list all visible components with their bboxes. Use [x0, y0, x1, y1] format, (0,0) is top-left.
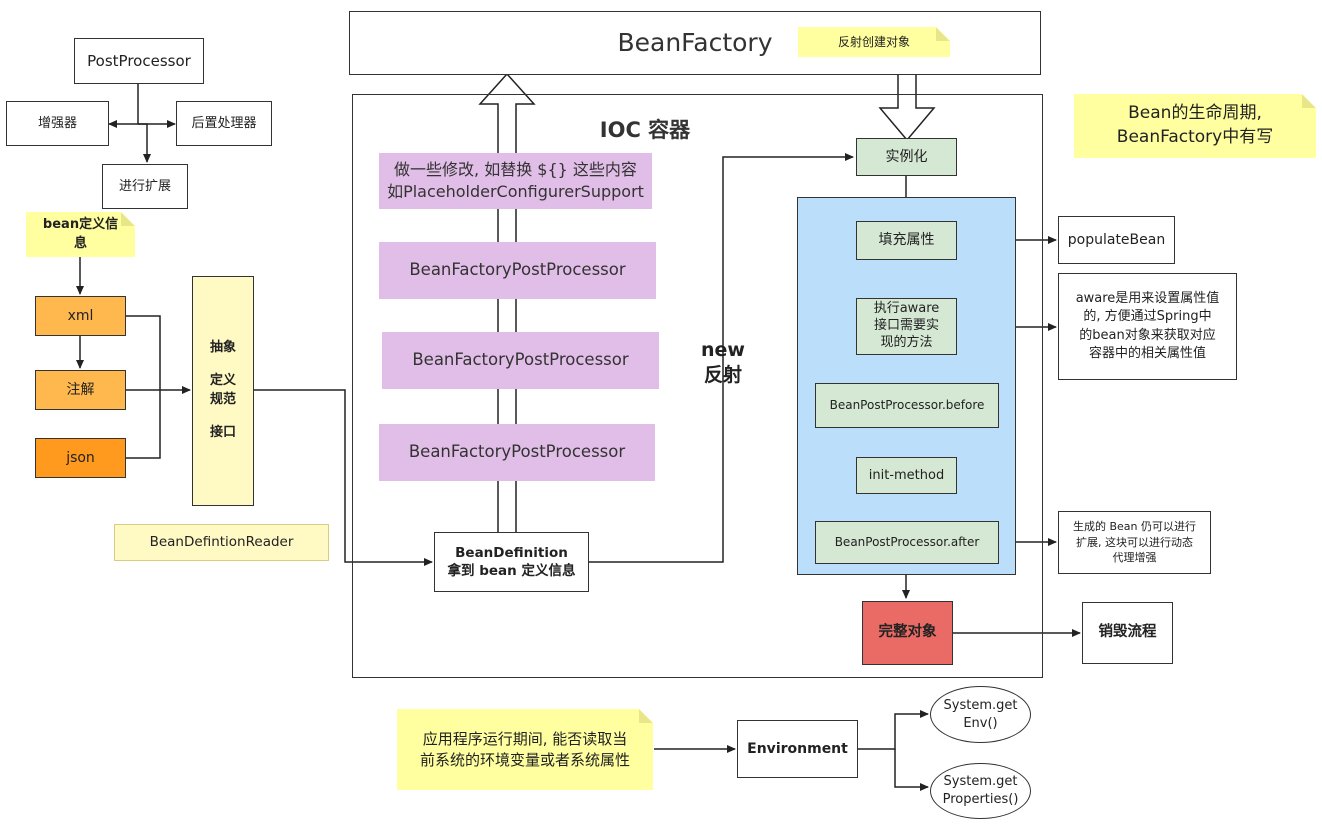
ioc-container — [352, 94, 1043, 678]
abstract-spec-line3: 规范 — [209, 392, 236, 407]
complete-object-box: 完整对象 — [862, 601, 953, 665]
after-desc-line1: 生成的 Bean 仍可以进行 — [1072, 520, 1197, 534]
aware-desc-line2: 的, 方便通过Spring中 — [1083, 309, 1212, 325]
bean-definition-box: BeanDefinition 拿到 bean 定义信息 — [434, 532, 589, 592]
lifecycle-note-line1: Bean的生命周期, — [1128, 103, 1262, 124]
bfpp-3-label: BeanFactoryPostProcessor — [408, 442, 626, 462]
post-processor-label: PostProcessor — [87, 51, 191, 70]
get-env-line1: System.get — [943, 697, 1018, 713]
bean-definition-line2: 拿到 bean 定义信息 — [447, 563, 576, 579]
get-props-line1: System.get — [943, 774, 1018, 790]
bean-def-info-line1: bean定义信 — [42, 217, 119, 233]
extend-label: 进行扩展 — [118, 178, 171, 194]
bean-post-processor-before-box: BeanPostProcessor.before — [815, 383, 999, 428]
after-desc-line2: 扩展, 这块可以进行动态 — [1076, 535, 1193, 549]
system-get-properties-ellipse: System.get Properties() — [930, 763, 1031, 819]
populate-properties-label: 填充属性 — [878, 232, 935, 249]
modify-placeholder-note: 做一些修改, 如替换 ${} 这些内容 如PlaceholderConfigur… — [379, 153, 652, 209]
reflection-label: 反射 — [703, 363, 742, 386]
instantiate-box: 实例化 — [856, 138, 957, 176]
bean-factory-post-processor-2: BeanFactoryPostProcessor — [382, 332, 659, 389]
bean-factory-post-processor-3: BeanFactoryPostProcessor — [379, 424, 655, 481]
aware-line2: 接口需要实 — [873, 318, 939, 334]
json-source-label: json — [66, 449, 95, 466]
annotation-source-label: 注解 — [66, 381, 95, 398]
bfpp-2-label: BeanFactoryPostProcessor — [412, 350, 629, 370]
enhancer-box: 增强器 — [6, 101, 109, 146]
bean-def-info-note: bean定义信 息 — [26, 212, 135, 257]
bpp-after-label: BeanPostProcessor.after — [834, 535, 980, 550]
bpp-before-label: BeanPostProcessor.before — [829, 398, 985, 413]
aware-interface-box: 执行aware 接口需要实 现的方法 — [856, 298, 957, 355]
bean-def-info-line2: 息 — [73, 235, 87, 251]
populate-properties-box: 填充属性 — [856, 221, 957, 260]
aware-line3: 现的方法 — [880, 334, 933, 350]
system-get-env-ellipse: System.get Env() — [930, 686, 1031, 743]
destroy-process-box: 销毁流程 — [1082, 602, 1173, 664]
init-method-box: init-method — [856, 457, 957, 494]
after-desc-line3: 代理增强 — [1112, 551, 1157, 565]
json-source-box: json — [35, 438, 126, 478]
abstract-spec-interface-box: 抽象 定义 规范 接口 — [192, 276, 254, 506]
extend-box: 进行扩展 — [102, 164, 188, 209]
xml-source-label: xml — [67, 307, 94, 324]
aware-line1: 执行aware — [873, 301, 940, 317]
modify-note-line2: 如PlaceholderConfigurerSupport — [387, 182, 644, 201]
aware-description-box: aware是用来设置属性值 的, 方便通过Spring中 的bean对象来获取对… — [1058, 273, 1237, 380]
annotation-source-box: 注解 — [35, 370, 126, 410]
get-props-line2: Properties() — [942, 792, 1019, 807]
reflect-create-note: 反射创建对象 — [798, 27, 950, 57]
after-processor-label: 后置处理器 — [191, 115, 257, 131]
bean-factory-label: BeanFactory — [617, 28, 773, 58]
enhancer-label: 增强器 — [37, 115, 77, 131]
abstract-spec-line2: 定义 — [209, 373, 236, 389]
after-description-box: 生成的 Bean 仍可以进行 扩展, 这块可以进行动态 代理增强 — [1058, 511, 1211, 574]
lifecycle-note: Bean的生命周期, BeanFactory中有写 — [1074, 94, 1316, 158]
modify-note-line1: 做一些修改, 如替换 ${} 这些内容 — [394, 160, 637, 180]
destroy-process-label: 销毁流程 — [1098, 624, 1157, 641]
populate-bean-label: populateBean — [1067, 231, 1166, 248]
instantiate-label: 实例化 — [885, 148, 928, 165]
reflect-create-note-text: 反射创建对象 — [837, 34, 910, 49]
post-processor-box: PostProcessor — [74, 38, 204, 84]
xml-source-box: xml — [35, 296, 126, 336]
bean-definition-reader-box: BeanDefintionReader — [114, 524, 329, 561]
lifecycle-note-line2: BeanFactory中有写 — [1116, 127, 1274, 147]
aware-desc-line1: aware是用来设置属性值 — [1075, 291, 1220, 307]
environment-note-line2: 前系统的环境变量或者系统属性 — [419, 750, 630, 769]
complete-object-label: 完整对象 — [878, 624, 937, 641]
bean-definition-reader-label: BeanDefintionReader — [149, 534, 294, 551]
abstract-spec-line1: 抽象 — [209, 340, 236, 356]
aware-desc-line4: 容器中的相关属性值 — [1088, 345, 1206, 361]
abstract-spec-line4: 接口 — [209, 424, 236, 440]
populate-bean-box: populateBean — [1058, 216, 1175, 264]
environment-question-note: 应用程序运行期间, 能否读取当 前系统的环境变量或者系统属性 — [397, 709, 653, 790]
environment-label: Environment — [747, 740, 848, 757]
bean-definition-line1: BeanDefinition — [455, 544, 568, 561]
init-method-label: init-method — [868, 467, 945, 483]
new-reflection-label: new 反射 — [690, 338, 756, 387]
environment-note-line1: 应用程序运行期间, 能否读取当 — [422, 729, 628, 748]
aware-desc-line3: 的bean对象来获取对应 — [1079, 327, 1216, 343]
bfpp-1-label: BeanFactoryPostProcessor — [409, 260, 626, 280]
environment-box: Environment — [737, 720, 858, 778]
bean-factory-post-processor-1: BeanFactoryPostProcessor — [379, 242, 656, 299]
ioc-container-title: IOC 容器 — [599, 118, 691, 142]
after-processor-box: 后置处理器 — [176, 101, 272, 146]
bean-post-processor-after-box: BeanPostProcessor.after — [815, 521, 999, 564]
new-label: new — [701, 339, 745, 361]
get-env-line2: Env() — [963, 715, 998, 731]
